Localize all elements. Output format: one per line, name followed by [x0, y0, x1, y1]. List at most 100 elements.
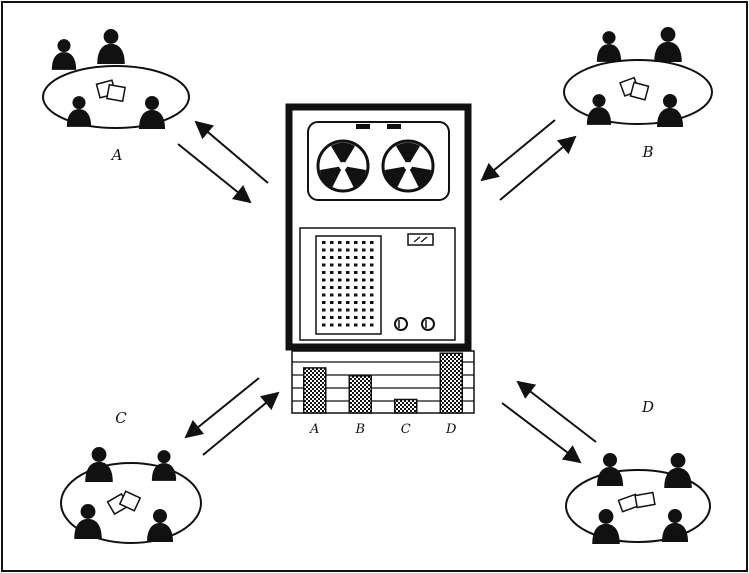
bar-label-c: C — [401, 422, 411, 437]
card-hole — [322, 256, 326, 259]
card-hole — [354, 256, 358, 259]
exchange-arrows — [177, 119, 597, 464]
card-hole — [338, 271, 342, 274]
group-label-d: D — [641, 398, 654, 416]
card-hole — [362, 308, 366, 312]
card-hole — [338, 263, 342, 267]
card-hole — [330, 301, 334, 304]
card-hole — [322, 316, 326, 319]
card-holes — [322, 241, 374, 327]
card-hole — [322, 271, 326, 274]
card-hole — [346, 293, 350, 297]
card-hole — [322, 308, 326, 312]
group-label-a: A — [110, 146, 123, 164]
card-hole — [346, 316, 350, 319]
card-hole — [330, 248, 334, 252]
card-hole — [322, 286, 326, 289]
person-icon — [597, 453, 623, 486]
person-icon — [97, 29, 125, 64]
person-icon — [596, 31, 622, 62]
card-hole — [338, 308, 342, 312]
bar-c — [394, 398, 418, 414]
card-hole — [370, 286, 374, 289]
card-hole — [370, 293, 374, 297]
card-hole — [362, 248, 366, 252]
card-hole — [362, 301, 366, 304]
card-hole — [338, 323, 342, 327]
computer-machine — [285, 103, 472, 351]
card-hole — [354, 323, 358, 327]
card-hole — [322, 323, 326, 327]
card-hole — [322, 293, 326, 297]
arrow-to-c — [184, 377, 260, 439]
card-hole — [354, 263, 358, 267]
card-hole — [330, 286, 334, 289]
bar-a — [303, 367, 327, 414]
arrow-from-b — [480, 119, 556, 182]
papers-icon — [95, 79, 126, 103]
readout-marks — [413, 236, 428, 243]
card-hole — [354, 316, 358, 319]
card-hole — [354, 248, 358, 252]
card-hole — [346, 248, 350, 252]
tape-reel-icon — [316, 139, 370, 193]
arrow-to-a — [194, 120, 269, 184]
card-hole — [330, 323, 334, 327]
group-a — [42, 29, 190, 129]
card-hole — [370, 301, 374, 304]
bar-d — [439, 352, 463, 414]
dial-icon — [421, 317, 435, 331]
readout-window — [407, 233, 434, 246]
card-hole — [338, 278, 342, 282]
card-hole — [346, 301, 350, 304]
card-hole — [370, 316, 374, 319]
card-hole — [346, 241, 350, 244]
card-hole — [346, 271, 350, 274]
card-hole — [330, 263, 334, 267]
card-hole — [354, 286, 358, 289]
group-d — [565, 453, 711, 544]
bar-b — [348, 375, 372, 414]
person-icon — [664, 453, 692, 488]
card-hole — [330, 241, 334, 244]
card-hole — [370, 263, 374, 267]
dial-icon — [394, 317, 408, 331]
card-hole — [338, 248, 342, 252]
card-hole — [354, 308, 358, 312]
card-hole — [354, 301, 358, 304]
arrow-from-d — [516, 380, 597, 443]
card-hole — [370, 323, 374, 327]
chart-bars — [303, 352, 463, 414]
card-hole — [330, 316, 334, 319]
card-hole — [322, 301, 326, 304]
card-hole — [354, 293, 358, 297]
card-hole — [346, 308, 350, 312]
card-hole — [370, 271, 374, 274]
card-hole — [354, 278, 358, 282]
card-hole — [362, 286, 366, 289]
papers-icon — [619, 76, 650, 101]
card-hole — [362, 241, 366, 244]
card-hole — [330, 308, 334, 312]
papers-icon — [617, 491, 656, 513]
card-hole — [362, 323, 366, 327]
arrow-to-d — [501, 402, 582, 464]
person-icon — [654, 27, 682, 62]
group-label-b: B — [641, 143, 653, 161]
card-hole — [370, 248, 374, 252]
card-hole — [370, 308, 374, 312]
group-b — [563, 27, 713, 127]
card-hole — [370, 256, 374, 259]
card-hole — [338, 293, 342, 297]
arrow-from-a — [177, 143, 252, 204]
arrow-from-c — [202, 391, 280, 456]
card-hole — [338, 241, 342, 244]
card-hole — [362, 271, 366, 274]
card-hole — [362, 256, 366, 259]
card-hole — [338, 286, 342, 289]
person-icon — [51, 39, 77, 70]
card-hole — [338, 316, 342, 319]
papers-icon — [106, 490, 142, 516]
